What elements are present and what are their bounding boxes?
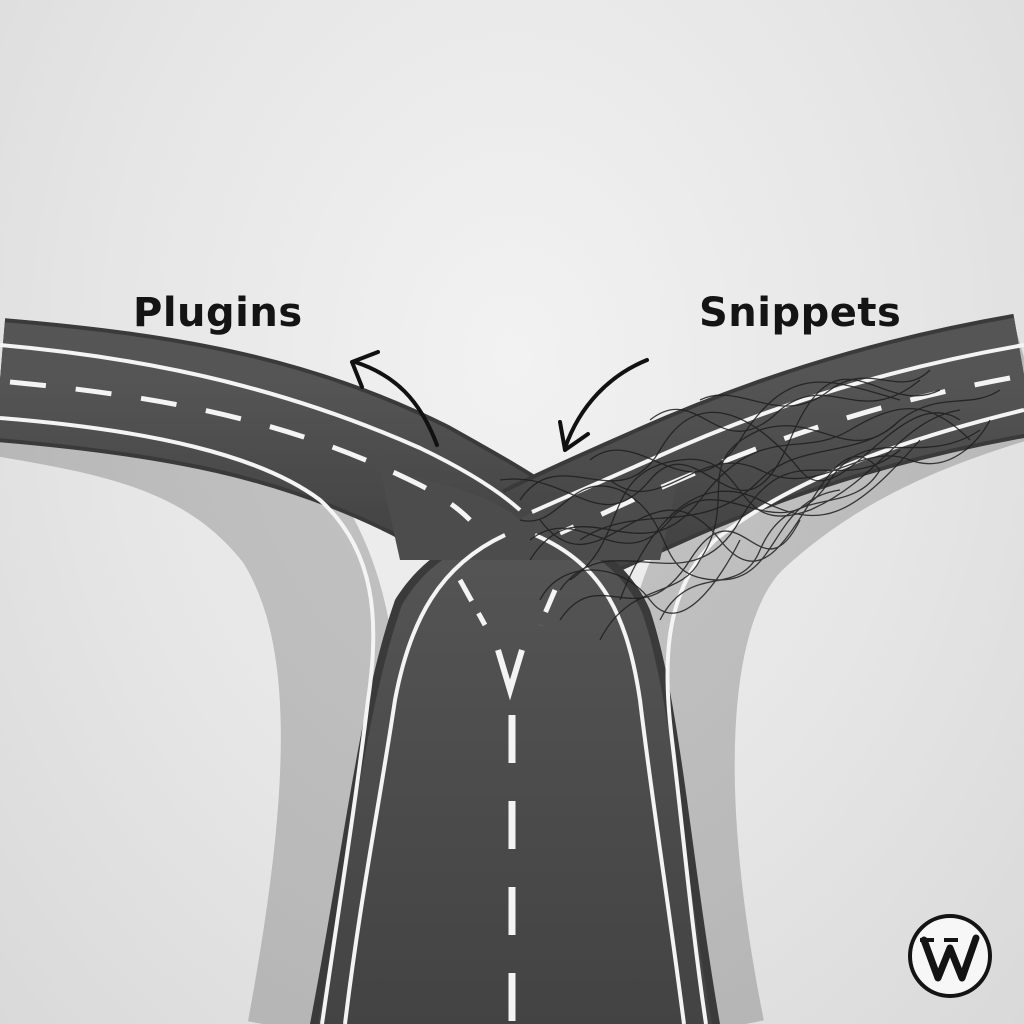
- wordpress-logo-icon: [908, 914, 992, 998]
- curved-arrow-down-left-icon: [558, 358, 649, 452]
- road-main-trunk: [310, 470, 720, 1024]
- curved-arrow-up-left-icon: [350, 350, 439, 447]
- road-edge-lines: [0, 343, 1024, 1024]
- tangled-wires: [499, 369, 1001, 641]
- snippets-label: Snippets: [699, 290, 902, 336]
- road-dashed-lines: [9, 375, 1011, 1024]
- plugins-label: Plugins: [133, 290, 303, 336]
